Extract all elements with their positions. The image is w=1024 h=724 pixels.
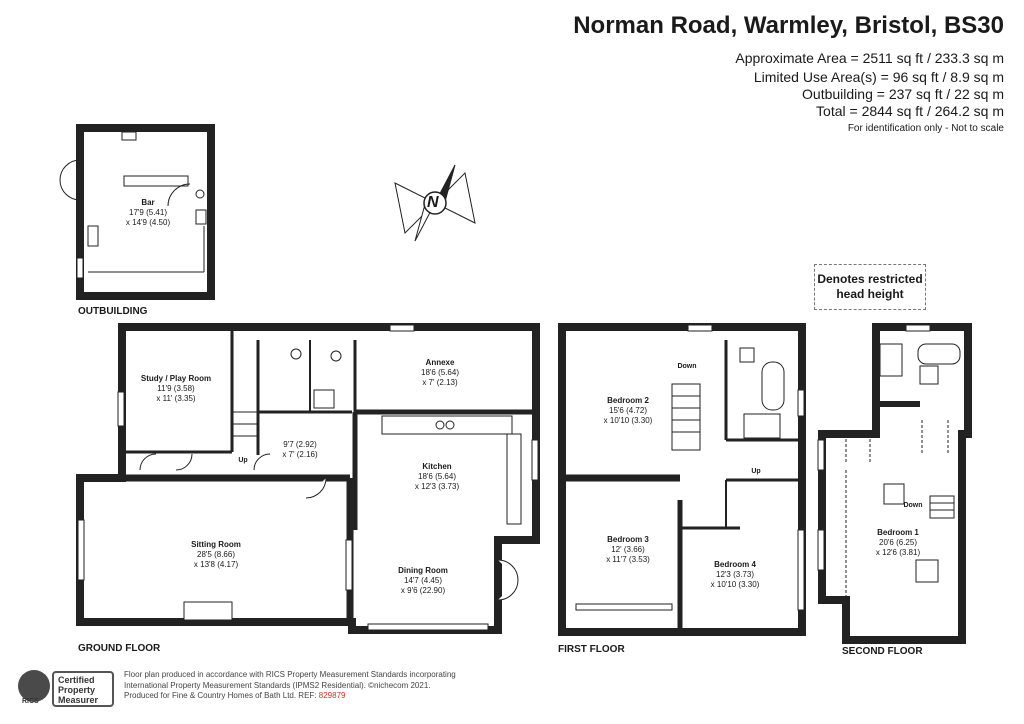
room-kitchen: Kitchen 18'6 (5.64) x 12'3 (3.73) bbox=[415, 462, 459, 492]
room-dim: 18'6 (5.64) bbox=[418, 472, 456, 481]
stairs-down-first: Down bbox=[677, 363, 697, 370]
room-name: Dining Room bbox=[398, 566, 448, 575]
certified-measurer-badge: Certified Property Measurer bbox=[52, 671, 114, 707]
room-dim: 20'6 (6.25) bbox=[879, 538, 917, 547]
footer-ref: 829879 bbox=[318, 691, 346, 700]
room-dim: x 11' (3.35) bbox=[156, 394, 196, 403]
cert-line-1: Certified bbox=[58, 675, 95, 685]
second-floor-plan bbox=[817, 323, 972, 644]
footer-line-3: Produced for Fine & Country Homes of Bat… bbox=[124, 691, 317, 700]
room-name: Annexe bbox=[425, 358, 455, 367]
stairs-up-ground: Up bbox=[238, 457, 248, 464]
room-dim: x 11'7 (3.53) bbox=[606, 555, 650, 564]
room-sitting: Sitting Room 28'5 (8.66) x 13'8 (4.17) bbox=[191, 540, 241, 570]
rics-logo bbox=[18, 670, 50, 702]
room-name: Bedroom 4 bbox=[714, 560, 756, 569]
legend-line-2: head height bbox=[836, 287, 904, 301]
room-dim: x 12'6 (3.81) bbox=[875, 548, 921, 557]
room-dim: 12' (3.66) bbox=[611, 545, 645, 554]
room-bedroom-4: Bedroom 4 12'3 (3.73) x 10'10 (3.30) bbox=[711, 560, 760, 590]
room-dim: 14'7 (4.45) bbox=[404, 576, 442, 585]
room-bedroom-3: Bedroom 3 12' (3.66) x 11'7 (3.53) bbox=[606, 535, 650, 565]
room-dim: x 14'9 (4.50) bbox=[125, 218, 171, 227]
room-dining: Dining Room 14'7 (4.45) x 9'6 (22.90) bbox=[398, 566, 448, 596]
floor-label-first: FIRST FLOOR bbox=[558, 644, 625, 655]
room-bedroom-1: Bedroom 1 20'6 (6.25) x 12'6 (3.81) bbox=[876, 528, 920, 558]
room-annexe: Annexe 18'6 (5.64) x 7' (2.13) bbox=[421, 358, 459, 388]
room-name: Bedroom 3 bbox=[607, 535, 649, 544]
stairs-down-second: Down bbox=[903, 502, 923, 509]
approx-area: Approximate Area = 2511 sq ft / 233.3 sq… bbox=[735, 50, 1004, 66]
room-dim: 28'5 (8.66) bbox=[197, 550, 235, 559]
room-dim: x 9'6 (22.90) bbox=[400, 586, 446, 595]
restricted-head-height-legend: Denotes restricted head height bbox=[814, 264, 926, 310]
room-name: Study / Play Room bbox=[140, 374, 212, 383]
property-title: Norman Road, Warmley, Bristol, BS30 bbox=[573, 12, 1004, 39]
room-name: Bedroom 1 bbox=[877, 528, 919, 537]
room-dim: 9'7 (2.92) bbox=[283, 440, 317, 449]
legend-line-1: Denotes restricted bbox=[817, 272, 923, 286]
total-area: Total = 2844 sq ft / 264.2 sq m bbox=[816, 103, 1004, 119]
outbuilding-area: Outbuilding = 237 sq ft / 22 sq m bbox=[802, 86, 1004, 102]
ground-floor-plan bbox=[76, 323, 540, 634]
room-bar: Bar 17'9 (5.41) x 14'9 (4.50) bbox=[126, 198, 170, 228]
room-dim: x 7' (2.16) bbox=[282, 450, 318, 459]
room-name: Bar bbox=[141, 198, 155, 207]
room-dim: 15'6 (4.72) bbox=[608, 406, 647, 415]
room-dim: 17'9 (5.41) bbox=[129, 208, 167, 217]
rics-logo-text: RICS bbox=[22, 698, 39, 705]
room-dim: 18'6 (5.64) bbox=[421, 368, 459, 377]
room-bedroom-2: Bedroom 2 15'6 (4.72) x 10'10 (3.30) bbox=[604, 396, 653, 426]
floor-label-outbuilding: OUTBUILDING bbox=[78, 306, 148, 317]
room-dim: x 10'10 (3.30) bbox=[603, 416, 653, 425]
room-dim: 11'9 (3.58) bbox=[157, 384, 195, 393]
room-dim: x 12'3 (3.73) bbox=[414, 482, 460, 491]
room-dim: 12'3 (3.73) bbox=[715, 570, 754, 579]
identification-note: For identification only - Not to scale bbox=[847, 123, 1004, 134]
footer-line-2: International Property Measurement Stand… bbox=[124, 680, 431, 690]
limited-use-area: Limited Use Area(s) = 96 sq ft / 8.9 sq … bbox=[753, 69, 1004, 85]
footer-line-1: Floor plan produced in accordance with R… bbox=[124, 670, 456, 679]
room-dim: x 7' (2.13) bbox=[422, 378, 458, 387]
room-utility: 9'7 (2.92) x 7' (2.16) bbox=[282, 440, 317, 460]
room-name: Bedroom 2 bbox=[607, 396, 649, 405]
room-study: Study / Play Room 11'9 (3.58) x 11' (3.3… bbox=[141, 374, 211, 404]
first-floor-plan bbox=[558, 323, 806, 636]
room-name: Sitting Room bbox=[191, 540, 241, 549]
footer-disclaimer: Floor plan produced in accordance with R… bbox=[124, 670, 456, 702]
floor-label-ground: GROUND FLOOR bbox=[78, 643, 161, 654]
room-name: Kitchen bbox=[422, 462, 452, 471]
stairs-up-first: Up bbox=[751, 468, 761, 475]
room-dim: x 13'8 (4.17) bbox=[193, 560, 239, 569]
room-dim: x 10'10 (3.30) bbox=[710, 580, 760, 589]
floor-label-second: SECOND FLOOR bbox=[842, 646, 923, 657]
outbuilding-plan bbox=[59, 124, 215, 300]
cert-line-3: Measurer bbox=[58, 695, 99, 705]
cert-line-2: Property bbox=[58, 685, 96, 695]
compass-north-letter: N bbox=[427, 194, 439, 211]
compass bbox=[394, 164, 476, 242]
